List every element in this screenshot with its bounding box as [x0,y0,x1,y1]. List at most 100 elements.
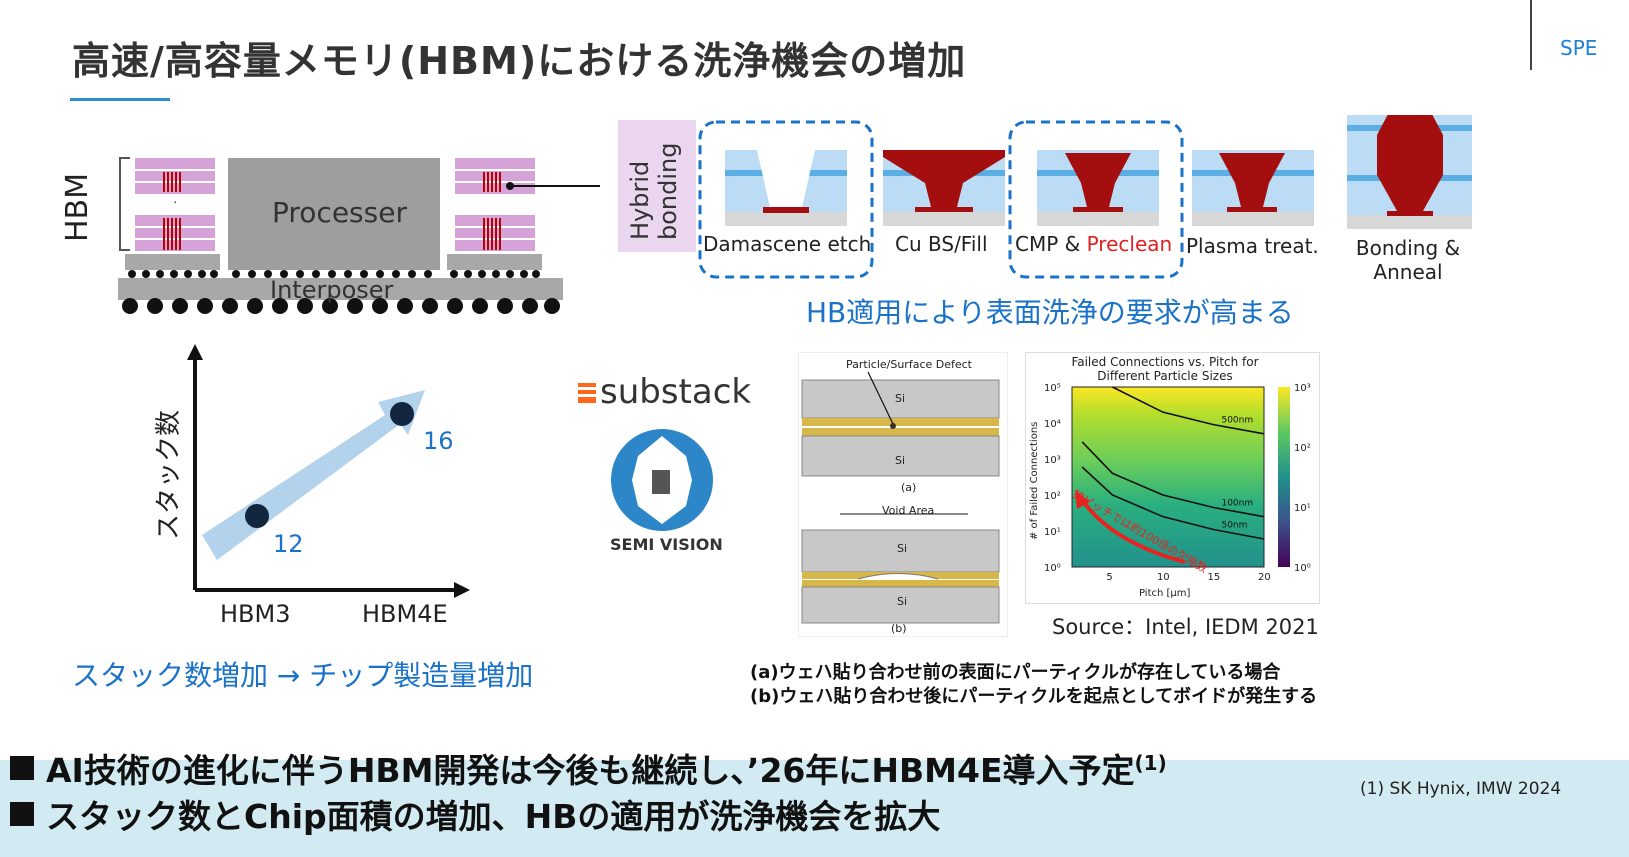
svg-text:·: · [173,193,178,209]
interposer [118,278,563,300]
highlight-box-damascene [698,120,874,279]
bullet-2-text: スタック数とChip面積の増加、HBの適用が洗浄機会を拡大 [46,797,941,836]
defect-panel-a [801,371,1000,477]
heatmap-colorbar-tick: 10⁰ [1294,563,1311,574]
si-label-3: Si [897,542,908,555]
hybrid-bonding-label: Hybrid bonding [626,142,682,240]
heatmap-curve-100nm [1081,441,1265,518]
heatmap-xtick: 20 [1258,572,1271,583]
heatmap-colorbar-tick: 10¹ [1294,503,1311,514]
processor-label: Processer [272,196,407,229]
heatmap-ytick: 10⁴ [1044,419,1061,430]
substack-logo-text: substack [600,372,752,412]
si-label-1: Si [895,392,906,405]
step-label-preclean: Preclean [1086,232,1173,256]
step-label-bonding: Bonding &Anneal [1353,236,1463,284]
step-cu-fill-graphic [883,150,1005,226]
step-plasma-graphic [1192,150,1314,226]
heatmap-xlabel: Pitch [μm] [1139,588,1191,599]
c4-bumps [122,298,560,314]
caption-b: (b)ウェハ貼り合わせ後にパーティクルを起点としてボイドが発生する [750,686,1318,707]
bullet-square-icon [10,802,34,826]
stack-chart-value-hbm3: 12 [273,530,304,558]
heatmap-red-arrowhead [1075,490,1090,509]
heatmap-curve-label-500nm: 500nm [1221,416,1253,426]
heatmap-colorbar-tick: 10² [1294,443,1311,454]
step-label-cmp-prefix: CMP & [1015,232,1087,256]
bullet-1: AI技術の進化に伴うHBM開発は今後も継続し、’26年にHBM4E導入予定(1) [10,744,1167,792]
heatmap-colorbar-tick: 10³ [1294,383,1311,394]
hbm-stack-left: · [125,158,220,270]
bullet-1-text: AI技術の進化に伴うHBM開発は今後も継続し、’26年にHBM4E導入予定 [46,751,1135,790]
heatmap-xtick: 10 [1157,572,1170,583]
hbm-bracket [119,157,130,251]
step-damascene-etch-graphic [725,150,847,226]
bullet-2: スタック数とChip面積の増加、HBの適用が洗浄機会を拡大 [10,790,940,838]
caption-a: (a)ウェハ貼り合わせ前の表面にパーティクルが存在している場合 [750,662,1281,683]
panel-a-tag: (a) [901,481,917,494]
si-label-4: Si [897,595,908,608]
step-label-plasma: Plasma treat. [1186,234,1319,258]
interposer-label: Interposer [270,276,394,304]
step-label-cmp: CMP & Preclean [1015,232,1172,256]
micro-bumps [128,270,540,278]
defect-label-b: Void Area [882,504,935,517]
bullet-square-icon [10,756,34,780]
highlight-box-cmp [1008,120,1184,279]
heatmap-ytick: 10¹ [1044,527,1061,538]
heatmap-background [1072,387,1264,567]
stack-point-hbm4e [390,402,414,426]
heatmap-xtick: 15 [1207,572,1220,583]
heatmap-colorbar [1278,387,1290,567]
stack-chart [187,344,470,598]
heatmap-curve-label-100nm: 100nm [1221,498,1253,508]
hbm-label: HBM [60,172,95,242]
defect-figure [798,352,1008,637]
corner-label: SPE [1560,36,1598,60]
hbm-stack-right [447,158,600,270]
stack-chart-ylabel: スタック数 [154,409,184,540]
heatmap-ytick: 10² [1044,491,1061,502]
footnote: (1) SK Hynix, IMW 2024 [1360,779,1562,799]
step-cmp-graphic [1037,150,1159,226]
heatmap-ytick: 10⁵ [1044,383,1061,394]
step-bonding-graphic [1347,115,1472,229]
heatmap-plot: 500nm 100nm 50nm 5 10 15 20 10⁰ 10¹ 10² 10³ 10⁴ 10⁵… [1044,383,1311,583]
page-title: 高速/高容量メモリ(HBM)における洗浄機会の増加 [72,39,967,83]
stack-point-hbm3 [245,504,269,528]
substack-logo-icon [578,383,596,403]
stack-chart-x-arrow [454,582,470,598]
stack-chart-value-hbm4e: 16 [423,427,454,455]
heatmap-ylabel: # of Failed Connections [1029,421,1040,540]
bottom-summary-band [0,760,1629,857]
step-label-bonding-line1: Bonding & [1355,236,1461,260]
heatmap-xtick: 5 [1106,572,1112,583]
step-label-cu-fill: Cu BS/Fill [895,232,988,256]
bullet-1-sup: (1) [1134,751,1167,775]
si-label-2: Si [895,454,906,467]
semi-vision-logo-text: SEMI VISION [610,535,723,554]
step-label-damascene: Damascene etch [703,232,872,256]
heatmap-title: Failed Connections vs. Pitch for Differe… [1071,355,1259,383]
defect-panel-b [801,513,1000,624]
panel-b-tag: (b) [891,622,907,635]
heatmap-red-arrow [1078,495,1186,564]
hbm-package-diagram: · [118,157,600,314]
corner-divider [1530,0,1532,70]
heatmap-ytick: 10⁰ [1044,563,1061,574]
stack-chart-xtick-hbm4e: HBM4E [362,600,448,628]
source-text: Source：Intel, IEDM 2021 [1052,615,1319,639]
process-steps-diagram [698,115,1472,279]
processor-die [228,158,440,270]
defect-label-a: Particle/Surface Defect [846,358,972,371]
stack-message: スタック数増加 → チップ製造量増加 [72,659,534,692]
heatmap-curve-50nm [1081,466,1265,540]
stack-chart-y-arrow [187,344,203,360]
title-underline [70,98,170,101]
hb-message: HB適用により表面洗浄の要求が高まる [806,296,1294,329]
hybrid-bonding-box [618,120,696,252]
stack-chart-xtick-hbm3: HBM3 [220,600,291,628]
heatmap-curve-label-50nm: 50nm [1221,521,1247,531]
heatmap-ytick: 10³ [1044,455,1061,466]
semi-vision-logo-icon [611,429,713,531]
